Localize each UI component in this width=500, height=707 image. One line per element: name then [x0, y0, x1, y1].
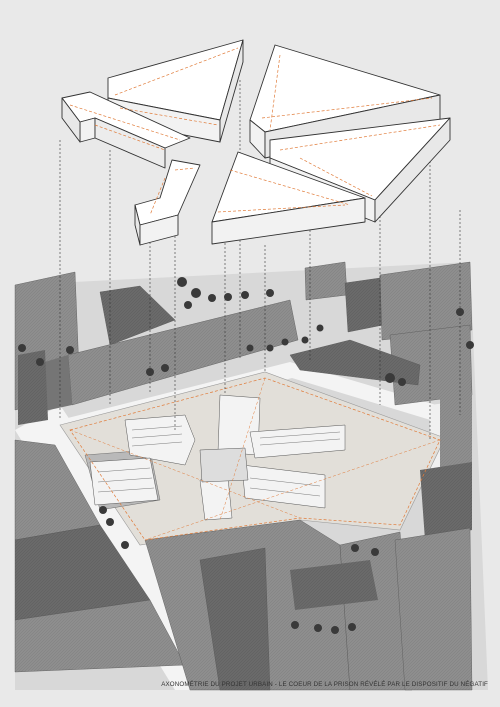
wing-south — [199, 477, 233, 521]
figure-caption: AXONOMÉTRIE DU PROJET URBAIN - LE COEUR … — [161, 681, 488, 688]
wing-west — [89, 457, 159, 506]
void-prism-southwest — [134, 159, 201, 246]
void-prism-west — [61, 91, 191, 169]
prison-courtyard — [59, 371, 446, 546]
central-hub — [199, 447, 249, 483]
urban-plan — [14, 261, 488, 691]
void-prism-dashed — [69, 47, 441, 216]
wing-windows — [97, 425, 341, 497]
trees — [18, 277, 474, 634]
wing-southeast — [241, 464, 326, 509]
void-prism-north — [107, 39, 244, 143]
building-blocks-bottom — [144, 519, 473, 691]
void-footprint-diagonals — [69, 377, 441, 541]
wing-northwest — [124, 414, 196, 466]
building-blocks-top-left — [14, 271, 299, 425]
building-blocks-left — [14, 439, 186, 673]
void-prisms — [61, 39, 451, 246]
